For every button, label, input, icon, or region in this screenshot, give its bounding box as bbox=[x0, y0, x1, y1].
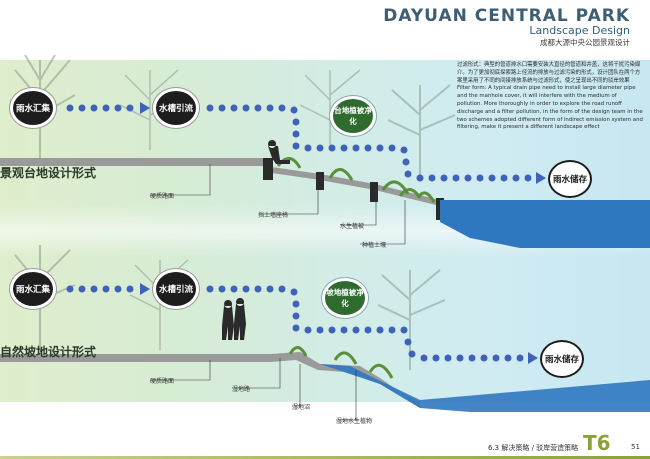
section-title-slope: 自然坡地设计形式 bbox=[0, 345, 97, 359]
leader-lines-bottom bbox=[150, 358, 357, 421]
label-wetland-aquatic: 湿地水生植物 bbox=[336, 418, 373, 425]
node-slope-purify: 坡地植被净化 bbox=[322, 278, 368, 318]
label-aquatic: 水生植被 bbox=[340, 223, 365, 230]
page-number: 51 bbox=[631, 443, 640, 451]
node-rain-store-bottom: 雨水储存 bbox=[540, 340, 584, 378]
node-rain-collect-bottom: 雨水汇集 bbox=[10, 269, 56, 309]
description-block: 过滤形式：典型的管道排水口需要安装大直径的管道和井盖，这将干扰污染媒介。为了更加… bbox=[457, 62, 643, 132]
background-trees-top bbox=[9, 54, 456, 175]
node-terrace-purify: 台地植被净化 bbox=[330, 96, 376, 136]
description-en: Filter form: A typical drain pipe need t… bbox=[457, 85, 643, 131]
top-terrace-section bbox=[0, 140, 650, 248]
node-channel-drain-bottom: 水槽引流 bbox=[153, 269, 199, 309]
project-subtitle-cn: 成都大源中央公园景观设计 bbox=[540, 38, 630, 47]
label-hard-road-top: 硬质路面 bbox=[150, 193, 175, 200]
node-rain-collect-top: 雨水汇集 bbox=[10, 88, 56, 128]
project-title: DAYUAN CENTRAL PARK bbox=[383, 6, 630, 26]
label-wetland-road: 湿地路 bbox=[232, 386, 251, 393]
section-title-terrace: 景观台地设计形式 bbox=[0, 166, 97, 180]
label-hard-road-bottom: 硬质路面 bbox=[150, 378, 175, 385]
label-wetland-swamp: 湿地沼 bbox=[292, 404, 311, 411]
header-band bbox=[0, 0, 650, 60]
description-cn: 过滤形式：典型的管道排水口需要安装大直径的管道和井盖，这将干扰污染媒介。为了更加… bbox=[457, 62, 641, 84]
bottom-slope-section bbox=[0, 298, 650, 412]
chapter-badge: T6 bbox=[583, 431, 611, 455]
label-planting-soil: 种植土壤 bbox=[362, 242, 387, 249]
flow-dots-top bbox=[66, 102, 546, 184]
node-channel-drain-top: 水槽引流 bbox=[153, 88, 199, 128]
footer-rule bbox=[0, 456, 650, 459]
flow-dots-bottom bbox=[66, 283, 538, 364]
leader-lines-top bbox=[150, 164, 406, 245]
label-wall-seat: 挡土墙座椅 bbox=[258, 212, 289, 219]
footer-section-label: 6.3 解决策略 / 驳岸营造策略 bbox=[488, 444, 579, 452]
project-subtitle: Landscape Design bbox=[529, 24, 630, 37]
node-rain-store-top: 雨水储存 bbox=[548, 160, 592, 198]
